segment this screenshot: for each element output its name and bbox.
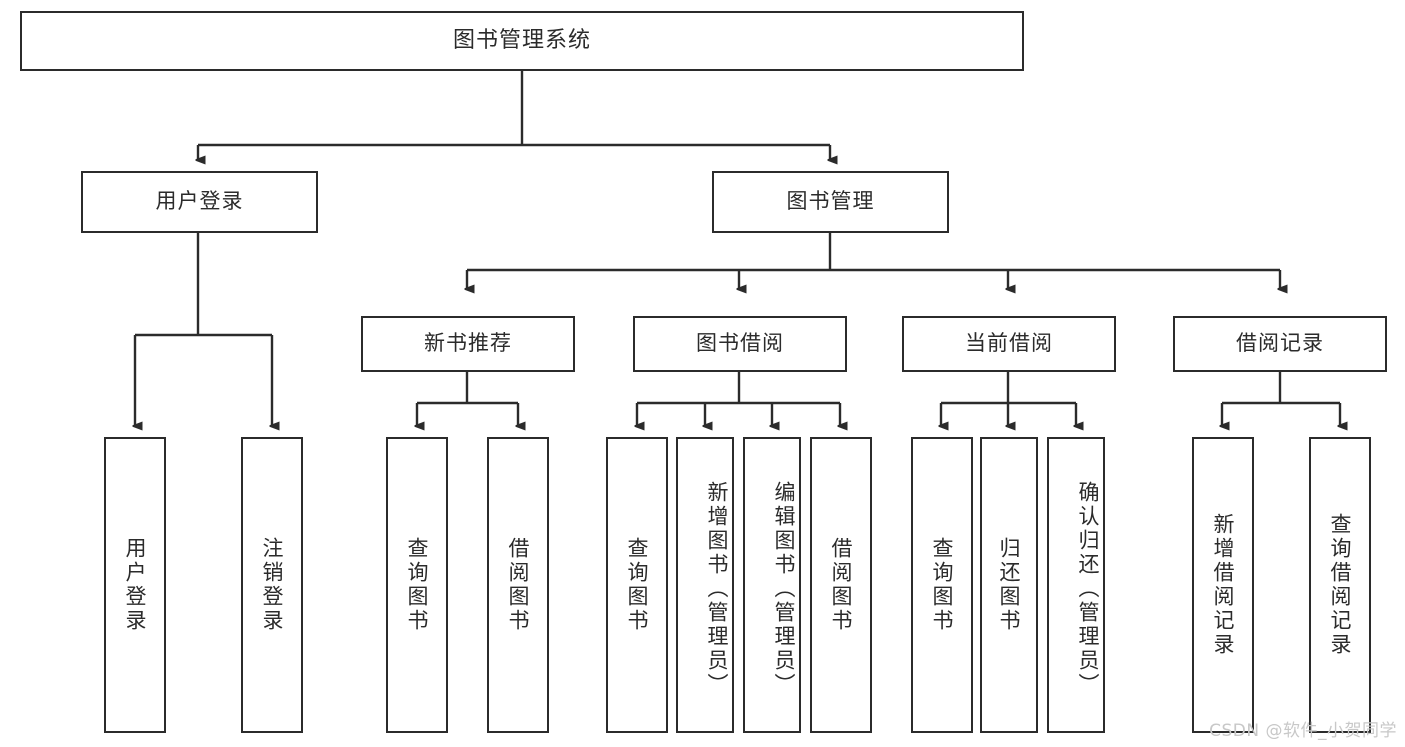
node-label: 图书管理 [786, 189, 875, 214]
node-label: 新书推荐 [424, 331, 512, 356]
node-leaf-add-record[interactable]: 新增借阅记录 [1192, 437, 1254, 733]
node-label: 归还图书 [997, 537, 1021, 633]
node-leaf-query-book-2[interactable]: 查询图书 [606, 437, 668, 733]
node-label: 借阅记录 [1236, 331, 1324, 356]
node-label: 用户登录 [123, 537, 147, 633]
node-label: 借阅图书 [506, 537, 530, 633]
node-leaf-add-book[interactable]: 新增图书（管理员） [676, 437, 734, 733]
node-new-book-recommend[interactable]: 新书推荐 [361, 316, 575, 372]
node-leaf-return-book[interactable]: 归还图书 [980, 437, 1038, 733]
node-leaf-user-login[interactable]: 用户登录 [104, 437, 166, 733]
node-label: 编辑图书（管理员） [772, 481, 796, 697]
node-root-book-management-system[interactable]: 图书管理系统 [20, 11, 1024, 71]
node-leaf-confirm-return[interactable]: 确认归还（管理员） [1047, 437, 1105, 733]
node-label: 图书管理系统 [452, 27, 591, 53]
node-label: 新增图书（管理员） [705, 481, 729, 697]
node-leaf-query-book-3[interactable]: 查询图书 [911, 437, 973, 733]
node-label: 借阅图书 [829, 537, 853, 633]
node-leaf-borrow-book-2[interactable]: 借阅图书 [810, 437, 872, 733]
node-label: 当前借阅 [965, 331, 1053, 356]
node-user-login[interactable]: 用户登录 [81, 171, 318, 233]
node-leaf-edit-book[interactable]: 编辑图书（管理员） [743, 437, 801, 733]
node-current-borrow[interactable]: 当前借阅 [902, 316, 1116, 372]
node-label: 确认归还（管理员） [1076, 481, 1100, 697]
node-label: 图书借阅 [696, 331, 784, 356]
node-leaf-user-logout[interactable]: 注销登录 [241, 437, 303, 733]
node-label: 用户登录 [155, 189, 244, 214]
node-label: 查询借阅记录 [1328, 513, 1352, 657]
node-leaf-query-record[interactable]: 查询借阅记录 [1309, 437, 1371, 733]
node-label: 查询图书 [625, 537, 649, 633]
node-label: 新增借阅记录 [1211, 513, 1235, 657]
node-book-borrow[interactable]: 图书借阅 [633, 316, 847, 372]
csdn-watermark: CSDN @软件_小贺同学 [1209, 721, 1397, 741]
node-label: 查询图书 [930, 537, 954, 633]
node-label: 查询图书 [405, 537, 429, 633]
node-leaf-borrow-book-1[interactable]: 借阅图书 [487, 437, 549, 733]
node-label: 注销登录 [260, 537, 284, 633]
node-book-manage[interactable]: 图书管理 [712, 171, 949, 233]
node-leaf-query-book-1[interactable]: 查询图书 [386, 437, 448, 733]
node-borrow-record[interactable]: 借阅记录 [1173, 316, 1387, 372]
